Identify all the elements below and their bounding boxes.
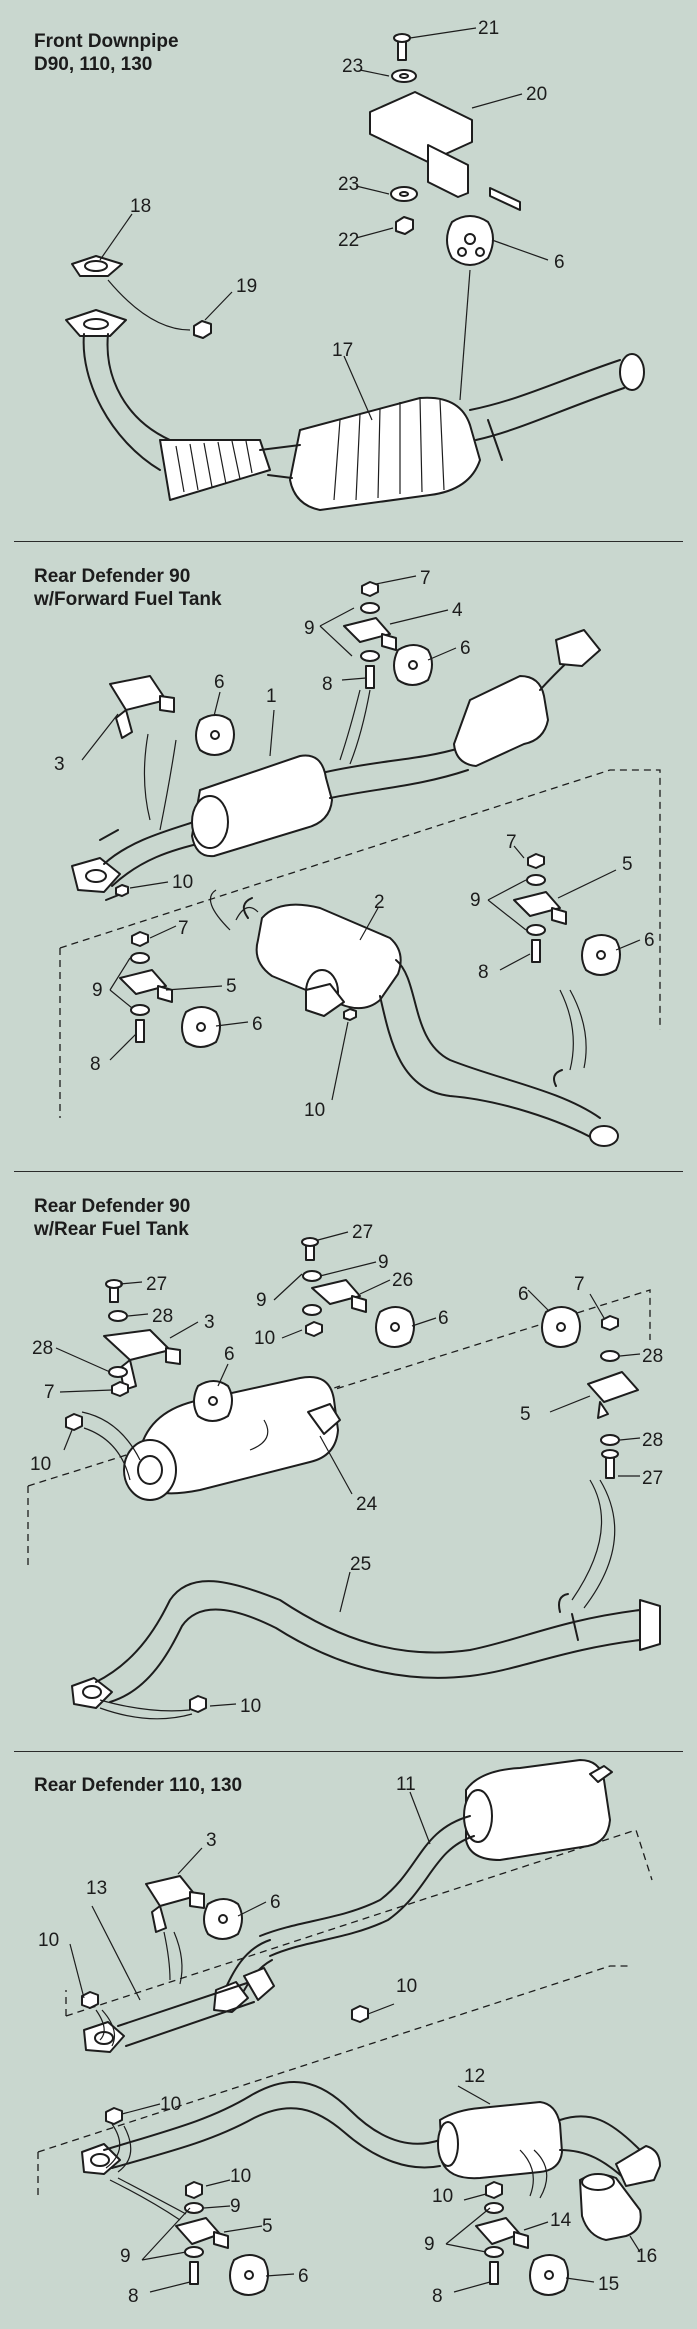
callout-label: 7 (420, 568, 431, 589)
callout-label: 3 (206, 1830, 217, 1851)
section-title-rear-d90-forward: Rear Defender 90 w/Forward Fuel Tank (34, 566, 222, 610)
callout-label: 17 (332, 340, 353, 361)
rear-d110-130-drawing (37, 1759, 661, 2296)
callout-label: 20 (526, 84, 547, 105)
callout-label: 10 (160, 2094, 181, 2115)
callout-label: 5 (262, 2216, 273, 2237)
callout-label: 5 (622, 854, 633, 875)
callout-label: 27 (146, 1274, 167, 1295)
callout-label: 7 (44, 1382, 55, 1403)
section-divider (14, 1751, 683, 1752)
callout-label: 6 (438, 1308, 449, 1329)
callout-label: 9 (92, 980, 103, 1001)
callout-label: 7 (506, 832, 517, 853)
callout-label: 8 (322, 674, 333, 695)
callout-label: 6 (214, 672, 225, 693)
callout-label: 4 (452, 600, 463, 621)
front-downpipe-callouts: 21 23 20 23 22 6 18 19 17 (130, 18, 565, 361)
callout-label: 26 (392, 1270, 413, 1291)
section-divider (14, 1171, 683, 1172)
callout-label: 27 (642, 1468, 663, 1489)
section-title-rear-d110-130: Rear Defender 110, 130 (34, 1775, 243, 1796)
callout-label: 13 (86, 1878, 107, 1899)
callout-label: 16 (636, 2246, 657, 2267)
callout-label: 11 (396, 1774, 416, 1795)
rear-d90-rear-callouts: 27 9 26 6 9 10 27 28 3 6 28 7 10 24 7 6 … (30, 1222, 663, 1717)
callout-label: 8 (432, 2286, 443, 2307)
section-divider (14, 541, 683, 542)
callout-label: 10 (38, 1930, 59, 1951)
callout-label: 23 (338, 174, 359, 195)
callout-label: 21 (478, 18, 499, 39)
callout-label: 9 (230, 2196, 241, 2217)
callout-label: 12 (464, 2066, 485, 2087)
callout-label: 6 (554, 252, 565, 273)
callout-label: 10 (172, 872, 193, 893)
callout-label: 24 (356, 1494, 378, 1515)
callout-label: 10 (230, 2166, 251, 2187)
callout-label: 10 (432, 2186, 453, 2207)
callout-label: 2 (374, 892, 385, 913)
callout-label: 23 (342, 56, 363, 77)
callout-label: 9 (470, 890, 481, 911)
callout-label: 9 (120, 2246, 131, 2267)
callout-label: 8 (90, 1054, 101, 1075)
callout-label: 8 (478, 962, 489, 983)
callout-label: 10 (240, 1696, 261, 1717)
callout-label: 6 (224, 1344, 235, 1365)
rear-d90-rear-drawing (27, 1231, 661, 1720)
callout-label: 27 (352, 1222, 373, 1243)
callout-label: 22 (338, 230, 359, 251)
callout-label: 10 (396, 1976, 417, 1997)
callout-label: 14 (550, 2210, 572, 2231)
section-title-rear-d90-rear: Rear Defender 90 w/Rear Fuel Tank (34, 1196, 191, 1240)
section-title-front-downpipe: Front Downpipe D90, 110, 130 (34, 31, 179, 75)
callout-label: 6 (518, 1284, 529, 1305)
rear-d110-130-callouts: 11 3 6 13 10 10 12 10 10 10 9 9 5 8 6 14… (38, 1774, 657, 2307)
callout-label: 7 (178, 918, 189, 939)
callout-label: 6 (460, 638, 471, 659)
callout-label: 28 (32, 1338, 53, 1359)
callout-label: 9 (304, 618, 315, 639)
callout-label: 3 (54, 754, 65, 775)
callout-label: 9 (256, 1290, 267, 1311)
callout-label: 19 (236, 276, 257, 297)
callout-label: 6 (270, 1892, 281, 1913)
rear-d90-forward-drawing (59, 575, 661, 1147)
callout-label: 28 (642, 1430, 663, 1451)
callout-label: 28 (152, 1306, 173, 1327)
callout-label: 15 (598, 2274, 619, 2295)
callout-label: 8 (128, 2286, 139, 2307)
callout-label: 9 (424, 2234, 435, 2255)
callout-label: 28 (642, 1346, 663, 1367)
callout-label: 5 (226, 976, 237, 997)
callout-label: 6 (644, 930, 655, 951)
callout-label: 6 (298, 2266, 309, 2287)
callout-label: 10 (304, 1100, 325, 1121)
callout-label: 1 (266, 686, 277, 707)
callout-label: 25 (350, 1554, 371, 1575)
callout-label: 9 (378, 1252, 389, 1273)
callout-label: 10 (30, 1454, 51, 1475)
rear-d90-forward-callouts: 7 9 4 8 6 6 1 3 10 2 7 9 5 6 8 7 9 5 8 6… (54, 568, 655, 1121)
callout-label: 6 (252, 1014, 263, 1035)
callout-label: 3 (204, 1312, 215, 1333)
callout-label: 7 (574, 1274, 585, 1295)
callout-label: 10 (254, 1328, 275, 1349)
callout-label: 5 (520, 1404, 531, 1425)
front-downpipe-drawing (65, 27, 645, 511)
callout-label: 18 (130, 196, 151, 217)
